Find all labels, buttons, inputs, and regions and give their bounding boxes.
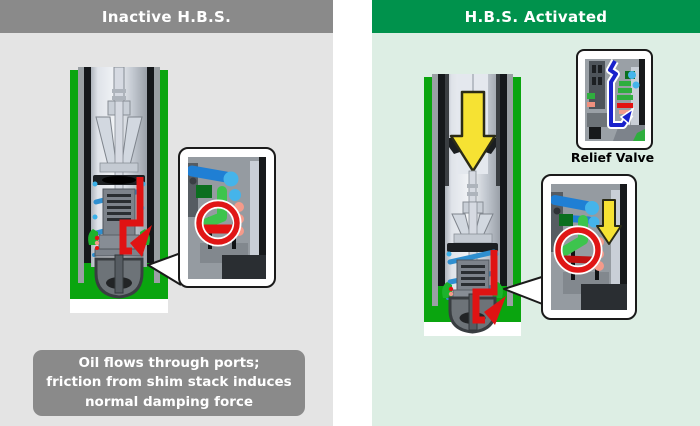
relief-valve-label: Relief Valve — [570, 150, 655, 165]
compression-arrow-icon — [449, 90, 497, 173]
oil-channel-red — [561, 255, 595, 264]
header-activated-title: H.B.S. Activated — [464, 7, 608, 26]
cylinder-walls — [432, 74, 513, 306]
port-detail-drawing — [551, 184, 627, 310]
inset-callout-tail — [503, 275, 546, 306]
cylinder-wall — [611, 190, 620, 310]
compression-arrow-icon — [596, 199, 622, 245]
piston-band — [92, 175, 146, 187]
caption-line: friction from shim stack induces — [46, 374, 292, 391]
port-detail-inset-inactive — [178, 147, 276, 288]
relief-valve-drawing — [584, 58, 645, 141]
base-valve-assembly — [88, 188, 150, 257]
piston-rod-assembly — [95, 67, 143, 232]
valve-block — [196, 184, 212, 198]
bottom-dome — [94, 254, 144, 299]
shock-absorber-diagram-activated — [424, 74, 521, 336]
header-activated: H.B.S. Activated — [372, 0, 700, 33]
cylinder-wall — [250, 160, 259, 279]
header-inactive: Inactive H.B.S. — [0, 0, 333, 33]
oil-flow-arrow-icon — [472, 250, 506, 325]
inset-callout-tail — [147, 252, 182, 286]
caption-line: Oil flows through ports; — [78, 355, 260, 372]
caption-line: normal damping force — [84, 393, 254, 410]
relief-flow-arrow-icon — [605, 58, 634, 129]
relief-valve-inset — [576, 49, 653, 150]
port-detail-inset-activated — [541, 174, 637, 320]
header-inactive-title: Inactive H.B.S. — [101, 7, 232, 26]
oil-flow-arrow-icon — [119, 177, 152, 257]
caption-inactive: Oil flows through ports; friction from s… — [33, 350, 305, 416]
port-channel-green — [88, 229, 98, 245]
port-channel-green — [197, 185, 227, 230]
port-detail-drawing — [188, 156, 266, 279]
oil-jet-blue — [188, 165, 241, 201]
shim-stack — [586, 70, 639, 114]
highlight-ring-icon — [553, 225, 603, 275]
shock-absorber-diagram-inactive — [70, 67, 168, 313]
cylinder-walls — [78, 67, 160, 283]
valve-block — [559, 214, 573, 226]
highlight-ring-icon — [194, 199, 242, 246]
